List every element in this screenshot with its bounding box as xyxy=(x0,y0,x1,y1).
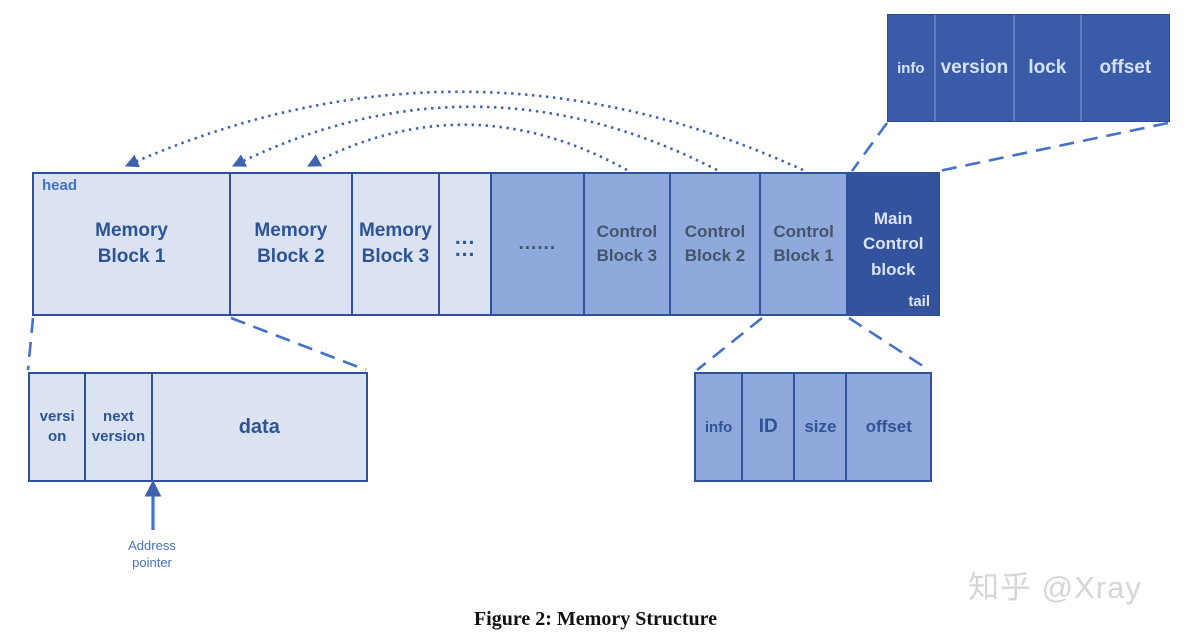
middle-ellipsis-cell: ...... xyxy=(491,174,585,314)
figure-caption: Figure 2: Memory Structure xyxy=(473,608,718,630)
arc-control3-to-memory3 xyxy=(307,123,628,172)
control-detail-cell-id: ID xyxy=(743,374,796,480)
control-detail-cell-size: size xyxy=(795,374,848,480)
memory-detail-cell-version: versi on xyxy=(30,374,87,480)
address-pointer-label: Address pointer xyxy=(92,538,212,572)
memory-block-1: head Memory Block 1 xyxy=(34,174,232,314)
memory-block-3: Memory Block 3 xyxy=(352,174,441,314)
arc-control1-to-memory1 xyxy=(124,90,804,172)
control-block-1-label: Control Block 1 xyxy=(773,222,834,265)
control-block-3: Control Block 3 xyxy=(584,174,672,314)
memory-block-1-label: Memory Block 1 xyxy=(95,220,168,267)
memory-detail-next-version-label: next version xyxy=(91,407,146,445)
head-label: head xyxy=(42,177,78,194)
main-control-detail-cell-info: info xyxy=(888,15,936,121)
control-detail-cell-info: info xyxy=(696,374,744,480)
address-pointer-text: Address pointer xyxy=(128,538,176,570)
connector-ctldetail-right xyxy=(848,316,930,372)
memory-blocks-ellipsis-cell: ... ... xyxy=(440,174,492,314)
control-block-detail-block: info ID size offset xyxy=(694,372,932,482)
control-block-2-label: Control Block 2 xyxy=(684,222,746,265)
memory-bar: head Memory Block 1 Memory Block 2 Memor… xyxy=(32,172,940,316)
main-control-detail-cell-version: version xyxy=(936,15,1016,121)
connector-memdetail-right xyxy=(230,316,367,372)
dots-stack: ... ... xyxy=(454,226,476,261)
main-control-detail-cell-lock: lock xyxy=(1015,15,1082,121)
connector-trblock-left xyxy=(850,122,889,172)
connector-trblock-right xyxy=(938,121,1169,173)
main-control-detail-block: info version lock offset xyxy=(887,14,1170,122)
dots-line-2: ... xyxy=(454,238,476,261)
control-block-3-label: Control Block 3 xyxy=(596,222,658,265)
arc-control2-to-memory2 xyxy=(231,105,718,172)
control-detail-cell-offset: offset xyxy=(865,417,912,436)
memory-block-3-label: Memory Block 3 xyxy=(358,220,432,267)
watermark: 知乎 @Xray xyxy=(968,570,1142,605)
control-block-2: Control Block 2 xyxy=(671,174,761,314)
main-control-block-label: Main Control block xyxy=(863,208,924,279)
tail-label: tail xyxy=(908,293,931,310)
connector-ctldetail-left xyxy=(696,316,763,372)
memory-detail-cell-next-version: next version xyxy=(86,374,153,480)
memory-detail-cell-data: data xyxy=(153,374,366,480)
control-block-1: Control Block 1 xyxy=(760,174,849,314)
dots-line-1: ... xyxy=(454,226,476,250)
memory-block-2: Memory Block 2 xyxy=(231,174,353,314)
main-control-detail-cell-offset: offset xyxy=(1099,57,1152,78)
memory-block-detail-block: versi on next version data xyxy=(28,372,368,482)
connector-memdetail-left xyxy=(26,317,35,371)
memory-detail-data-label: data xyxy=(238,415,280,438)
memory-detail-version-label: versi on xyxy=(39,407,75,445)
middle-ellipsis-label: ...... xyxy=(518,233,557,254)
main-control-block: Main Control block tail xyxy=(848,174,939,314)
memory-block-2-label: Memory Block 2 xyxy=(254,220,328,267)
